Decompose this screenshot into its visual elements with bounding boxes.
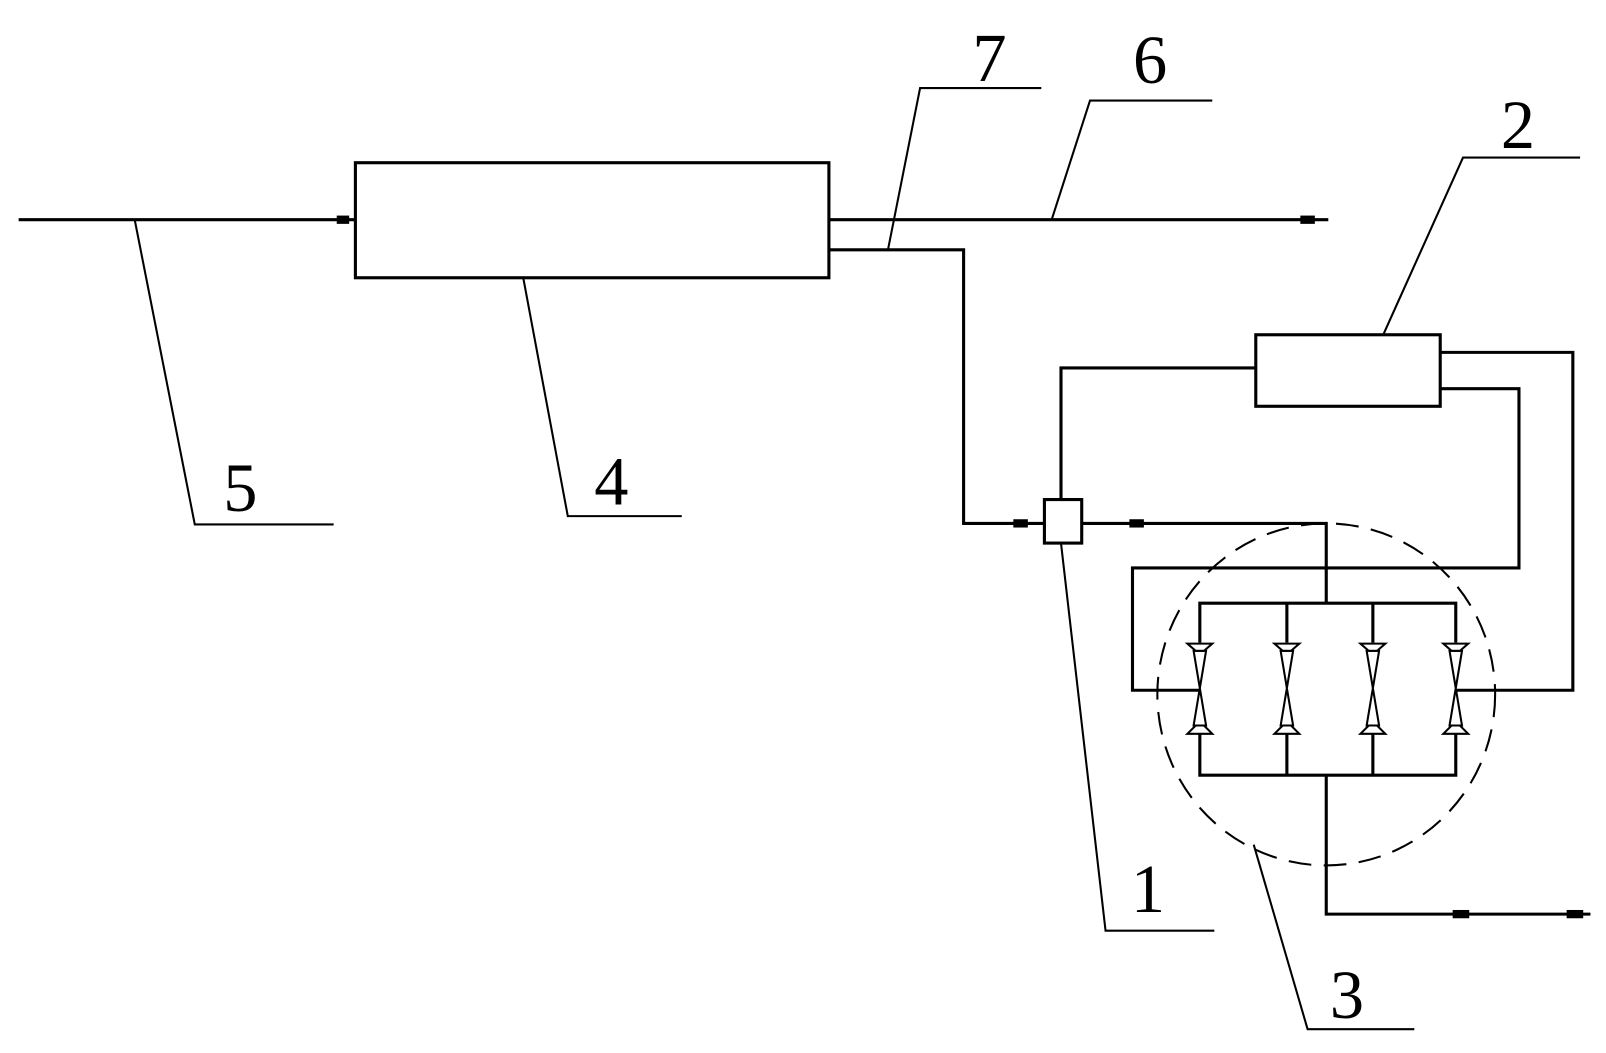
leader-7 xyxy=(886,87,1042,250)
label-valve-group: 3 xyxy=(1330,957,1364,1033)
label-main-vessel: 4 xyxy=(594,444,628,520)
product-outlet-line xyxy=(1324,775,1591,919)
valve-2-icon xyxy=(1271,642,1303,735)
label-outlet-line: 6 xyxy=(1133,22,1167,98)
flow-arrow-icon xyxy=(1452,909,1470,919)
outlet-line xyxy=(828,215,1329,224)
flow-arrow-icon xyxy=(336,215,350,224)
exchanger-outer-loop xyxy=(1440,350,1575,692)
exchanger-to-mixer-line xyxy=(1059,366,1256,500)
leader-6 xyxy=(1050,99,1213,221)
valve-group xyxy=(1156,522,1497,867)
valve-4-icon xyxy=(1440,642,1471,735)
mixer xyxy=(1042,497,1084,545)
flow-arrow-icon xyxy=(1300,215,1315,224)
mixer-outlet-line xyxy=(1081,519,1328,604)
flow-arrow-icon xyxy=(1566,909,1584,919)
label-mixer: 1 xyxy=(1131,851,1165,927)
leader-4 xyxy=(522,277,682,518)
branch-line xyxy=(828,248,1045,528)
leader-1 xyxy=(1059,542,1215,932)
exchanger-inner-loop xyxy=(1130,387,1521,692)
label-inlet-line: 5 xyxy=(223,450,257,526)
leader-2 xyxy=(1382,156,1581,336)
label-branch-line: 7 xyxy=(972,20,1006,96)
inlet-line xyxy=(18,215,356,224)
label-small-exchanger: 2 xyxy=(1501,87,1535,163)
flow-arrow-icon xyxy=(1129,519,1144,528)
valve-1-icon xyxy=(1184,642,1216,735)
flow-arrow-icon xyxy=(1013,519,1028,528)
leader-3 xyxy=(1252,844,1415,1031)
small-exchanger xyxy=(1254,333,1442,408)
valve-3-icon xyxy=(1357,642,1389,735)
main-vessel xyxy=(353,161,831,280)
leader-5 xyxy=(133,219,334,526)
